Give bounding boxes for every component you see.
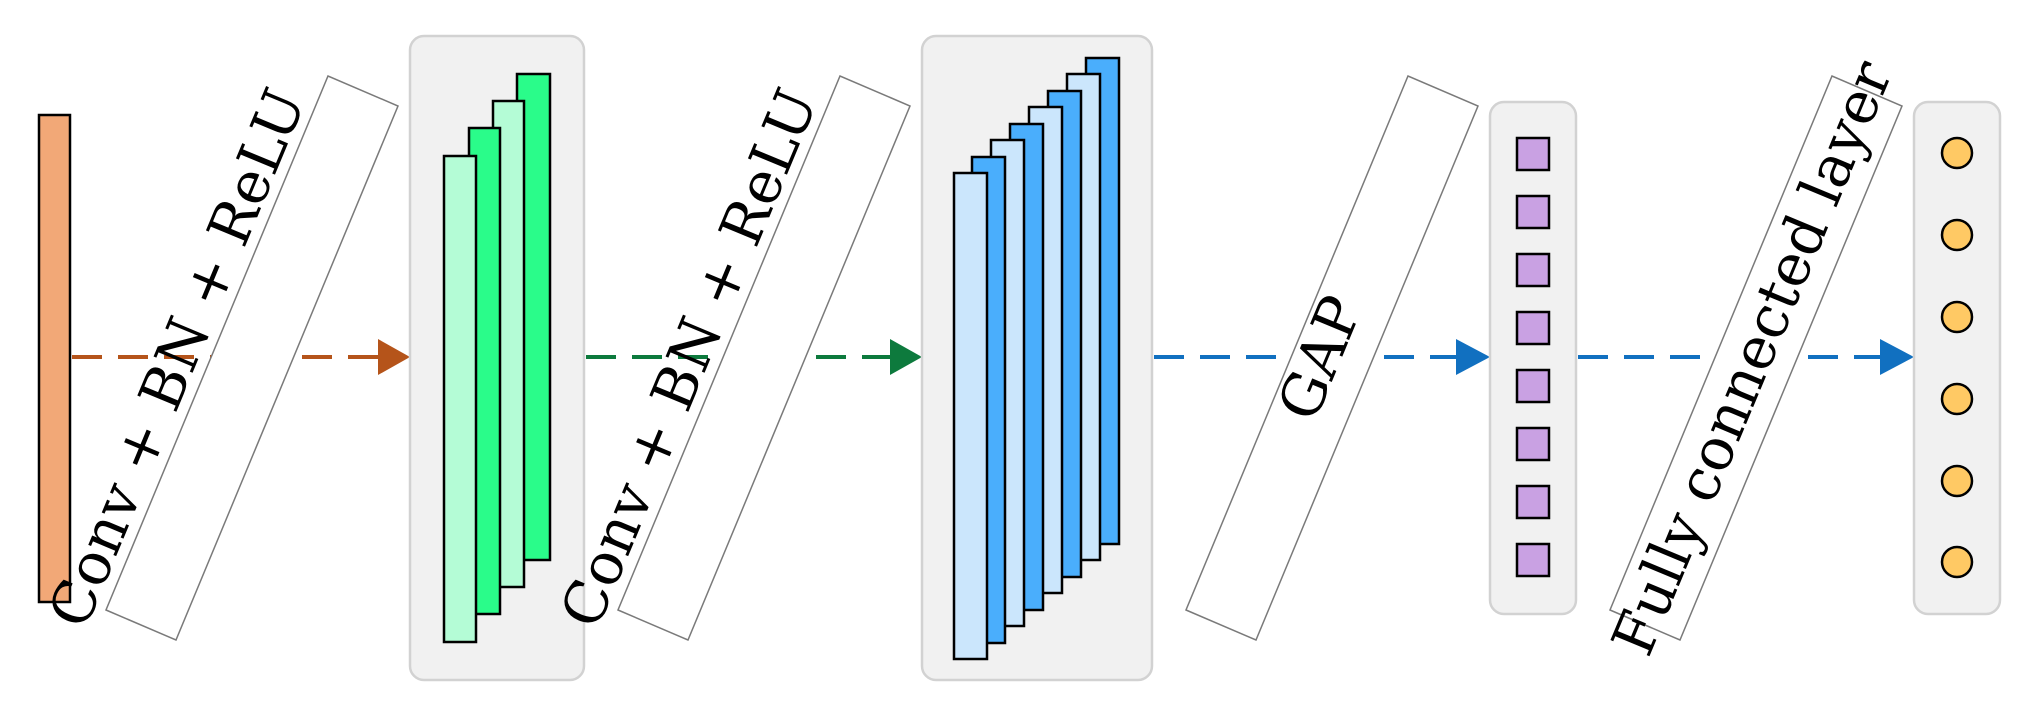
arrow-right-icon <box>890 339 922 375</box>
output-panel <box>1912 100 2002 616</box>
block1-feature-maps <box>442 72 552 644</box>
feature-map <box>952 171 989 661</box>
arrow-right-icon <box>1880 339 1914 375</box>
vector-unit <box>1515 136 1551 172</box>
output-unit <box>1940 136 1974 170</box>
vector-unit <box>1515 484 1551 520</box>
output-unit <box>1940 382 1974 416</box>
block2-feature-maps <box>952 56 1121 661</box>
vector-unit <box>1515 194 1551 230</box>
output-unit <box>1940 464 1974 498</box>
feature-map <box>442 154 478 644</box>
vector-unit <box>1515 542 1551 578</box>
vector-unit <box>1515 252 1551 288</box>
input-vector <box>37 113 72 604</box>
vector-unit <box>1515 426 1551 462</box>
vector-unit <box>1515 368 1551 404</box>
gap-vector-panel <box>1488 100 1578 616</box>
arrow-right-icon <box>1456 339 1490 375</box>
output-units <box>1940 136 1974 579</box>
arrow-right-icon <box>378 339 410 375</box>
gap-vector-units <box>1515 136 1551 578</box>
output-unit <box>1940 545 1974 579</box>
vector-unit <box>1515 310 1551 346</box>
output-unit <box>1940 300 1974 334</box>
output-unit <box>1940 218 1974 252</box>
